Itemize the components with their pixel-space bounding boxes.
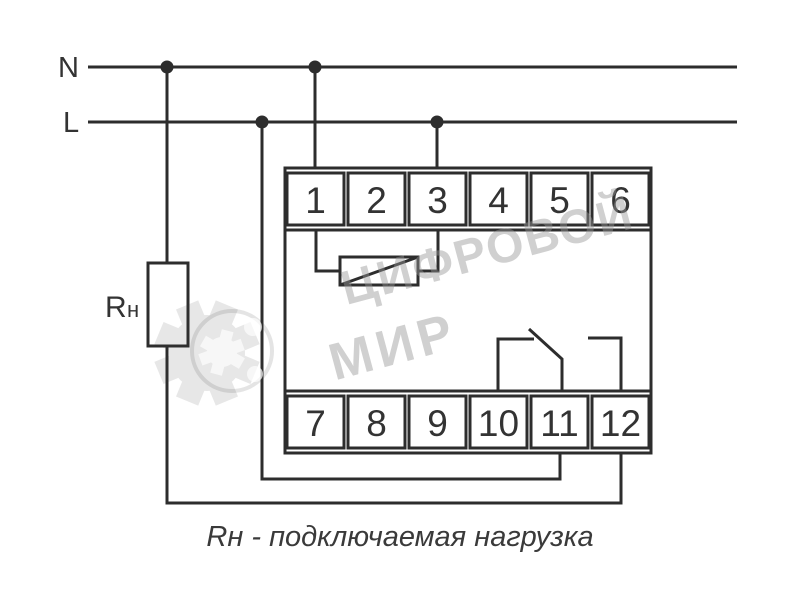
load-label-n: н [127, 297, 139, 322]
wire-l-to-terminal11 [260, 122, 562, 481]
terminal-cell-8 [346, 394, 407, 450]
terminal-cell-6 [590, 171, 651, 227]
n-label: N [58, 52, 79, 84]
terminal-cell-12 [590, 394, 651, 450]
junction-dot-n-terminal1 [308, 60, 322, 74]
load-resistor-symbol [146, 261, 190, 348]
terminal-cell-1 [285, 171, 346, 227]
terminal-cell-10 [468, 394, 529, 450]
terminal-number-1: 1 [305, 180, 326, 221]
terminal-cell-5 [529, 171, 590, 227]
watermark-globe-cutout [198, 318, 263, 382]
terminal-cell-2 [346, 171, 407, 227]
load-label-r: R [105, 291, 127, 324]
terminal-number-5: 5 [549, 180, 570, 221]
terminal-row-top [283, 166, 653, 232]
watermark-globe-ring [190, 309, 274, 393]
terminal-cell-7 [285, 394, 346, 450]
terminal-number-8: 8 [366, 403, 387, 444]
coil-diagonal [339, 255, 419, 287]
coil-left-lead [314, 230, 340, 273]
junction-dot-n-load [160, 60, 174, 74]
contact-fixed-lead-10 [496, 337, 534, 392]
terminal-number-3: 3 [427, 180, 448, 221]
terminal-number-4: 4 [488, 180, 509, 221]
terminal-cell-9 [407, 394, 468, 450]
watermark-gear-icon [154, 300, 274, 406]
junction-dot-l-return [255, 115, 269, 129]
wire-load-to-terminal12 [165, 346, 623, 505]
terminal-cell-3 [407, 171, 468, 227]
terminal-number-11: 11 [540, 403, 578, 444]
terminal-number-2: 2 [366, 180, 387, 221]
terminal-number-10: 10 [478, 403, 519, 444]
diagram-caption: Rн - подключаемая нагрузка [206, 521, 594, 553]
terminal-row-bottom [283, 389, 653, 455]
junction-dot-l-terminal3 [430, 115, 444, 129]
l-label: L [63, 107, 79, 139]
terminal-number-9: 9 [427, 403, 448, 444]
terminal-cell-11 [529, 394, 590, 450]
coil-right-lead [418, 230, 440, 273]
terminal-cell-4 [468, 171, 529, 227]
terminal-number-6: 6 [610, 180, 631, 221]
contact-fixed-lead-12 [588, 336, 623, 392]
terminal-number-12: 12 [600, 403, 641, 444]
contact-blade-11 [527, 327, 564, 392]
terminal-number-7: 7 [305, 403, 326, 444]
